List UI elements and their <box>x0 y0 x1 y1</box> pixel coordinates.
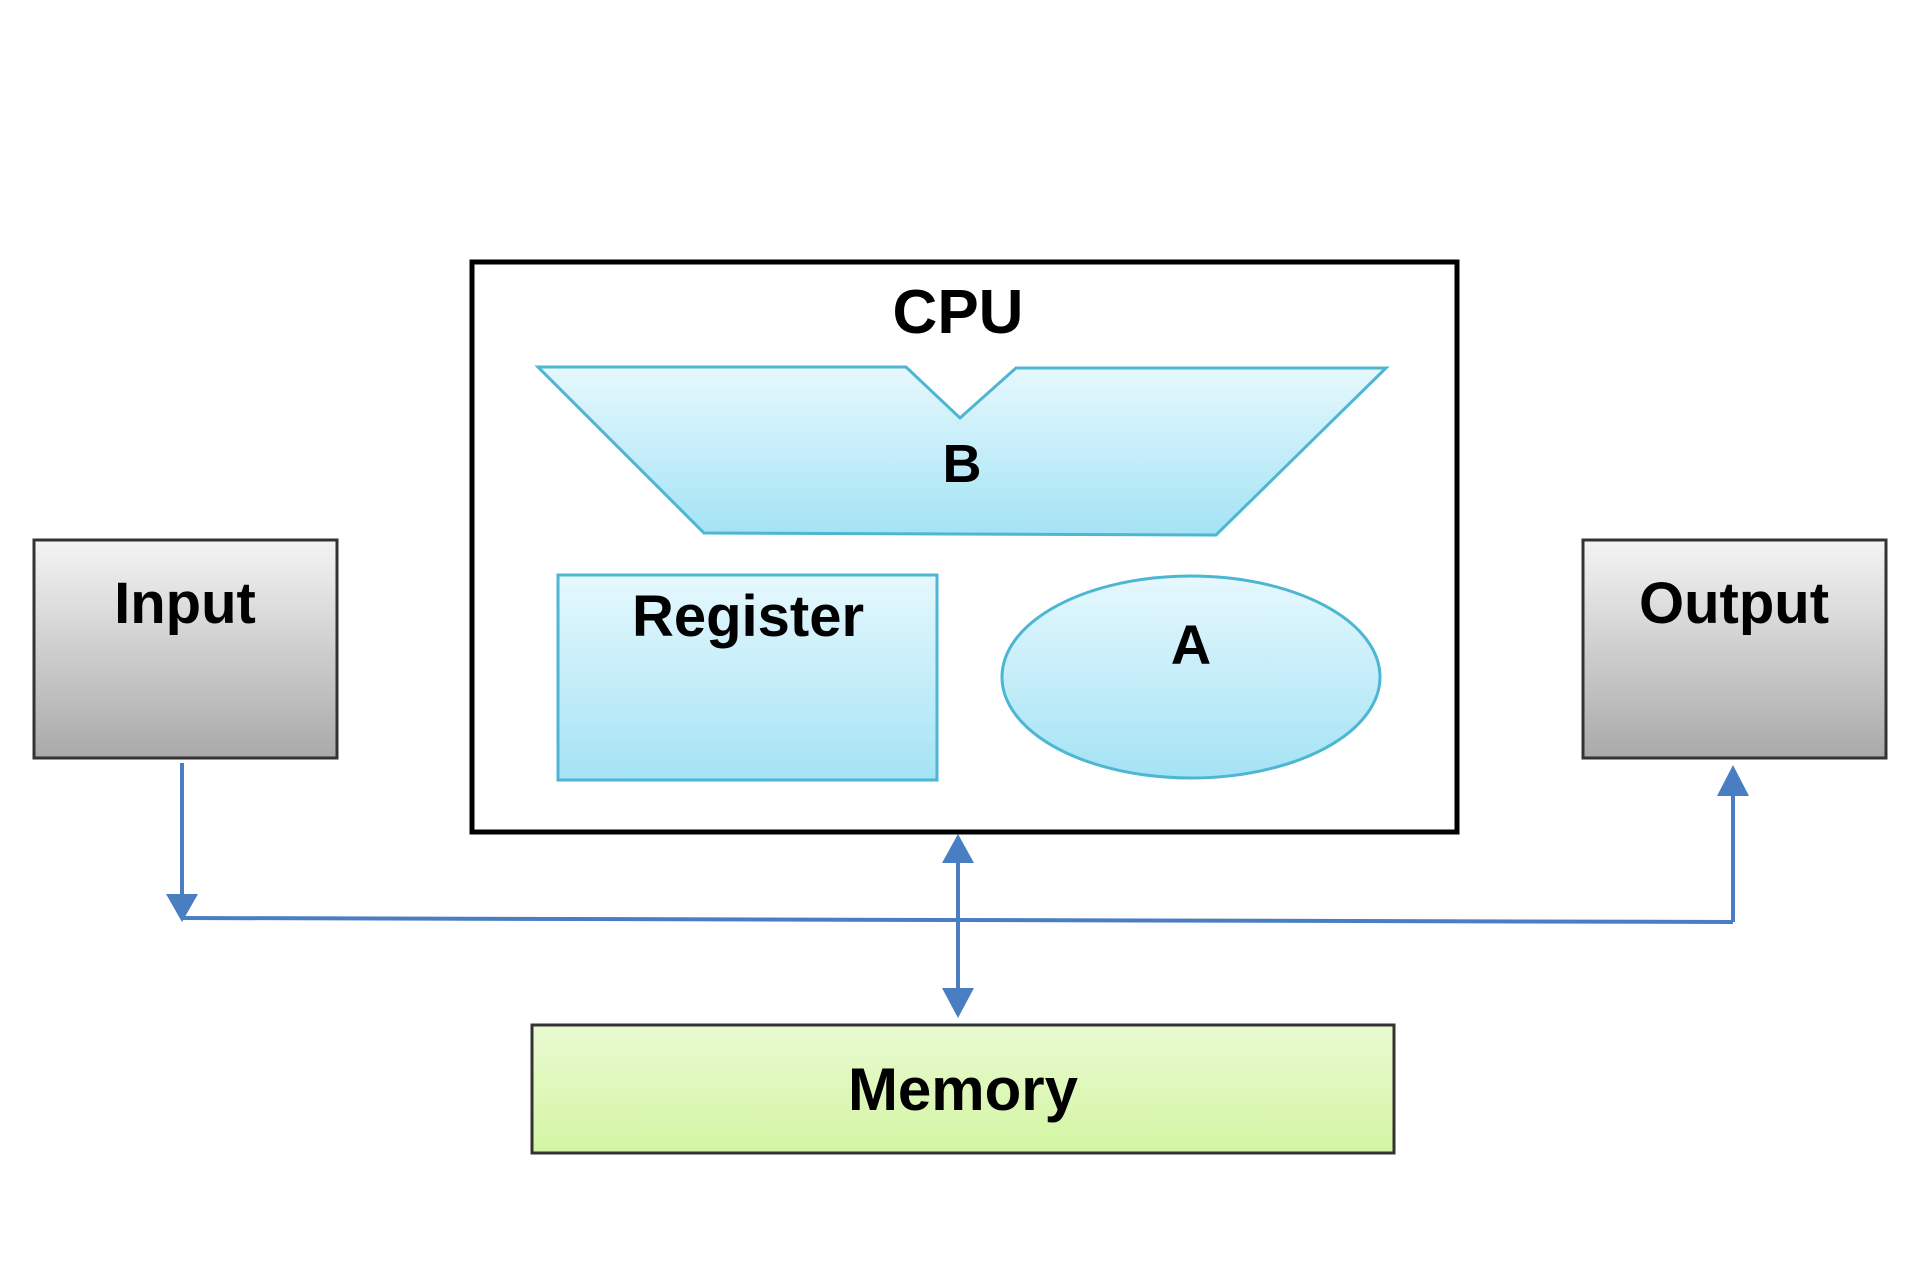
b-unit-shape <box>534 365 1390 537</box>
input-arrowhead <box>166 894 198 922</box>
input-label: Input <box>114 571 256 636</box>
connectors <box>180 763 1735 995</box>
memory-label: Memory <box>848 1056 1079 1123</box>
output-box <box>1581 538 1888 760</box>
output-label: Output <box>1639 571 1829 636</box>
input-box <box>32 538 339 760</box>
register-box <box>556 573 939 782</box>
memory-box <box>530 1023 1396 1155</box>
cpu-label: CPU <box>893 278 1024 347</box>
cpu-arrowhead <box>942 834 974 863</box>
memory-arrowhead <box>942 988 974 1018</box>
a-unit-label: A <box>1171 613 1211 676</box>
b-unit-label: B <box>943 434 982 494</box>
a-unit-shape <box>1000 574 1382 780</box>
register-label: Register <box>632 584 864 649</box>
output-arrowhead <box>1717 765 1749 796</box>
